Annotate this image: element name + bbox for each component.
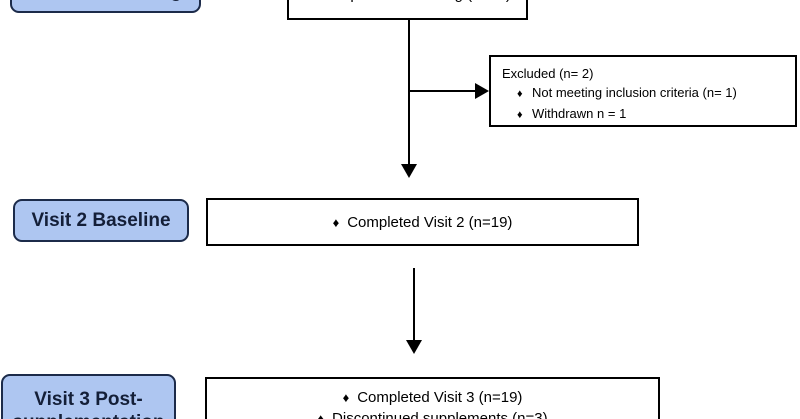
excluded-title: Excluded (n= 2): [502, 66, 594, 81]
excluded-item-text: Not meeting inclusion criteria (n= 1): [532, 85, 737, 100]
arrow-screening-to-visit2-head: [401, 164, 417, 178]
excluded-item-text: Withdrawn n = 1: [532, 106, 627, 121]
stage-label-visit3: Visit 3 Post- supplementation: [1, 374, 176, 419]
stage-label-visit1: Visit 1 Screening: [10, 0, 201, 13]
excluded-box: Excluded (n= 2) ♦ Not meeting inclusion …: [489, 55, 797, 127]
arrow-screening-to-visit2-line: [408, 20, 410, 164]
visit2-box-text: Completed Visit 2 (n=19): [347, 213, 513, 231]
excluded-item: ♦ Not meeting inclusion criteria (n= 1): [517, 83, 787, 104]
stage-label-visit2: Visit 2 Baseline: [13, 199, 189, 242]
diamond-bullet-icon: ♦: [517, 109, 523, 121]
screening-box-line: ♦ Completed Screening (n=21): [304, 0, 511, 5]
visit3-box-line: ♦ Discontinued supplements (n=3): [317, 408, 547, 419]
diamond-bullet-icon: ♦: [342, 390, 350, 405]
diamond-bullet-icon: ♦: [304, 0, 311, 5]
stage-label-visit3-line2: supplementation: [12, 411, 164, 419]
visit2-box-line: ♦ Completed Visit 2 (n=19): [333, 212, 513, 233]
visit3-box-line: ♦ Completed Visit 3 (n=19): [343, 387, 523, 408]
diamond-bullet-icon: ♦: [332, 214, 340, 230]
excluded-item: ♦ Withdrawn n = 1: [517, 104, 787, 125]
arrow-excluded-branch-head: [475, 83, 489, 99]
visit3-box-text-line1: Completed Visit 3 (n=19): [357, 389, 523, 406]
arrow-excluded-branch-line: [409, 90, 475, 92]
diamond-bullet-icon: ♦: [517, 88, 523, 100]
screening-box: ♦ Completed Screening (n=21): [287, 0, 528, 20]
stage-label-visit2-text: Visit 2 Baseline: [31, 210, 171, 231]
arrow-visit2-to-visit3-line: [413, 268, 415, 340]
stage-label-visit3-line1: Visit 3 Post-: [34, 389, 143, 410]
arrow-visit2-to-visit3-head: [406, 340, 422, 354]
screening-box-text: Completed Screening (n=21): [319, 0, 511, 5]
stage-label-visit1-text: Visit 1 Screening: [29, 0, 182, 3]
visit3-box: ♦ Completed Visit 3 (n=19) ♦ Discontinue…: [205, 377, 660, 419]
visit3-box-text-line2: Discontinued supplements (n=3): [332, 410, 548, 419]
visit2-box: ♦ Completed Visit 2 (n=19): [206, 198, 639, 246]
diamond-bullet-icon: ♦: [317, 411, 325, 419]
